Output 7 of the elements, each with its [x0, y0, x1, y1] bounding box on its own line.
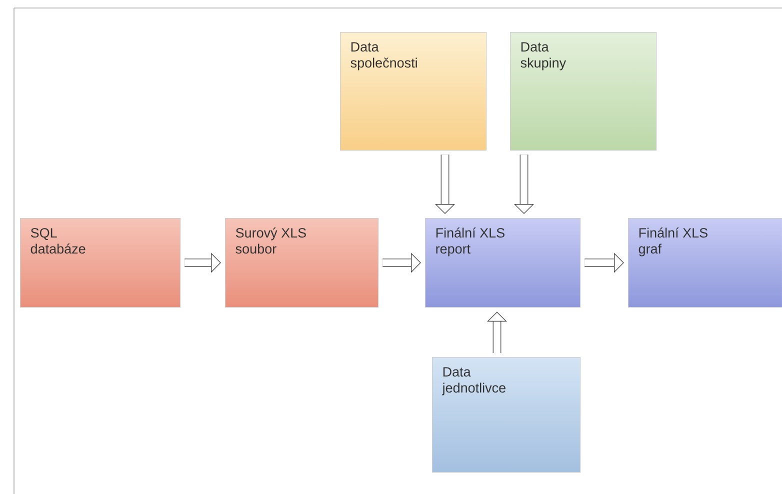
process-box: Finální XLS graf	[628, 218, 782, 308]
process-box: SQL databáze	[20, 218, 181, 308]
process-box: Data skupiny	[510, 32, 657, 151]
process-box: Data společnosti	[340, 32, 487, 151]
process-box: Surový XLS soubor	[225, 218, 379, 308]
process-box: Data jednotlivce	[432, 357, 581, 473]
process-box: Finální XLS report	[425, 218, 581, 308]
